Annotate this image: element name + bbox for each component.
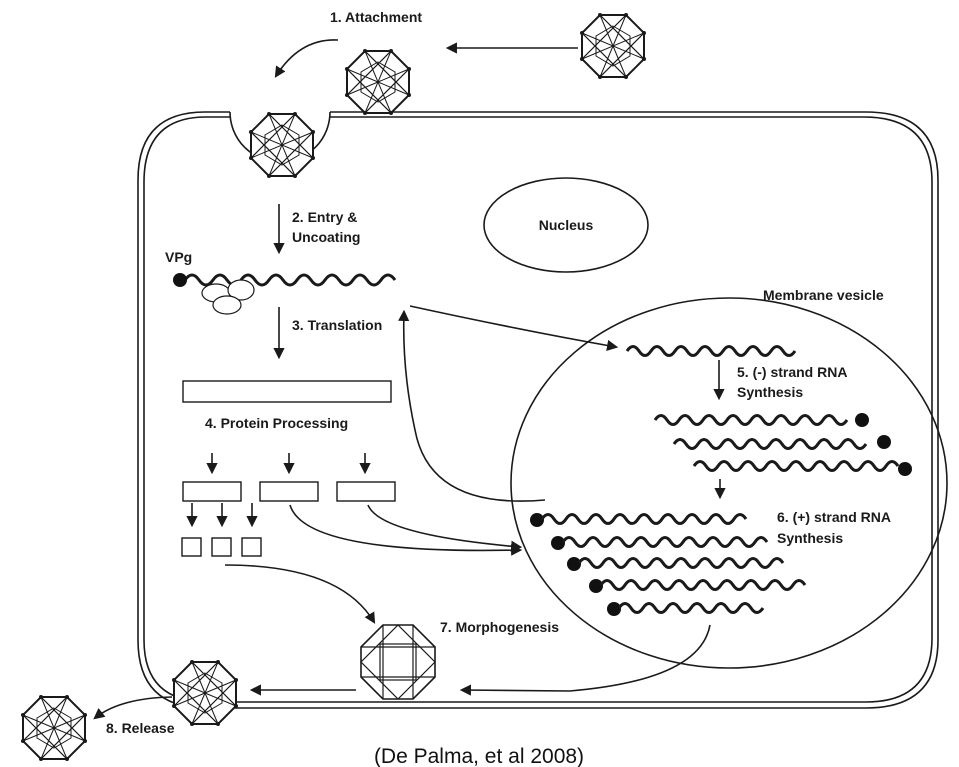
membrane-vesicle (510, 297, 948, 669)
entering-virion (248, 111, 316, 179)
template-rna (625, 345, 797, 357)
protein-product-2 (259, 481, 319, 502)
release-label: 8. Release (106, 720, 175, 736)
citation-caption: (De Palma, et al 2008) (374, 745, 584, 767)
negative-strand-label: 5. (-) strand RNA (737, 364, 847, 380)
positive-strand-synthesis-label: Synthesis (777, 530, 843, 546)
morphogenesis-label: 7. Morphogenesis (440, 619, 559, 635)
mature-protein-3 (241, 537, 262, 557)
attachment-label: 1. Attachment (330, 9, 422, 25)
mature-virion (171, 659, 239, 727)
mature-protein-2 (211, 537, 232, 557)
nucleus-label: Nucleus (539, 217, 594, 233)
protein-product-1 (182, 481, 242, 502)
free-virion (579, 12, 647, 80)
ribosomes (201, 279, 255, 315)
assembling-capsid (360, 624, 436, 700)
protein-product-3 (336, 481, 396, 502)
mature-protein-1 (181, 537, 202, 557)
uncoating-label: Uncoating (292, 229, 360, 245)
translation-label: 3. Translation (292, 317, 382, 333)
attaching-virion (344, 48, 412, 116)
negative-strand-synthesis-label: Synthesis (737, 384, 803, 400)
entry-label: 2. Entry & (292, 209, 357, 225)
nucleus (483, 177, 649, 273)
polyprotein (182, 380, 392, 403)
positive-strand-rnas (530, 513, 807, 616)
negative-strand-rnas (653, 413, 912, 476)
genome-rna (183, 273, 397, 287)
vpg-label: VPg (165, 249, 192, 265)
protein-processing-label: 4. Protein Processing (205, 415, 348, 431)
released-virion (20, 694, 88, 762)
positive-strand-label: 6. (+) strand RNA (777, 509, 891, 525)
vpg-dot (173, 273, 187, 287)
membrane-vesicle-label: Membrane vesicle (763, 287, 884, 303)
